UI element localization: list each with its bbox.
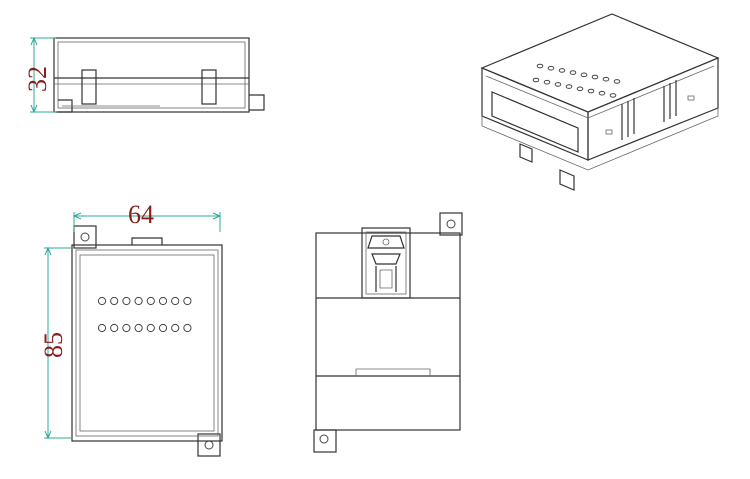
iso-led-hole <box>602 76 610 82</box>
iso-led-hole <box>565 84 573 89</box>
led-hole <box>134 296 143 306</box>
mounting-hole-bottom <box>204 440 214 450</box>
iso-led-hole <box>609 93 617 98</box>
iso-led-hole <box>580 72 588 78</box>
bottom-view-hole-bottom <box>319 434 329 444</box>
iso-led-hole <box>587 88 595 94</box>
iso-led-hole <box>569 70 577 75</box>
iso-led-hole <box>554 82 562 87</box>
side-height-label: 32 <box>23 66 52 92</box>
bottom-view <box>313 212 463 453</box>
isometric-led-holes <box>532 63 621 98</box>
led-hole <box>146 296 155 306</box>
front-view <box>71 225 223 457</box>
front-width-dimension: 64 <box>72 200 222 232</box>
iso-led-hole <box>547 65 555 71</box>
led-hole <box>158 323 168 333</box>
iso-led-hole <box>536 63 544 69</box>
led-hole <box>171 323 180 333</box>
iso-led-hole <box>576 86 584 92</box>
led-hole <box>158 296 168 306</box>
led-hole <box>97 323 107 333</box>
led-hole <box>110 296 119 306</box>
isometric-view <box>480 13 720 191</box>
front-height-label: 85 <box>39 332 68 358</box>
front-width-label: 64 <box>128 200 154 229</box>
iso-led-hole <box>613 79 621 84</box>
led-hole <box>183 323 192 333</box>
iso-led-hole <box>558 68 566 73</box>
side-height-dimension: 32 <box>23 36 56 114</box>
iso-led-hole <box>591 74 599 80</box>
mounting-hole-top <box>80 232 90 242</box>
led-hole <box>171 296 180 306</box>
iso-led-hole <box>598 90 606 96</box>
led-hole <box>97 296 107 306</box>
led-hole <box>134 323 143 333</box>
led-hole <box>122 296 131 306</box>
side-view <box>53 37 265 113</box>
bottom-view-hole-top <box>446 219 456 229</box>
led-hole <box>146 323 155 333</box>
front-led-holes <box>97 296 192 333</box>
led-hole <box>122 323 131 333</box>
iso-led-hole <box>543 79 551 85</box>
iso-led-hole <box>532 77 540 83</box>
led-hole <box>110 323 119 333</box>
led-hole <box>183 296 192 306</box>
front-height-dimension: 85 <box>39 246 72 440</box>
